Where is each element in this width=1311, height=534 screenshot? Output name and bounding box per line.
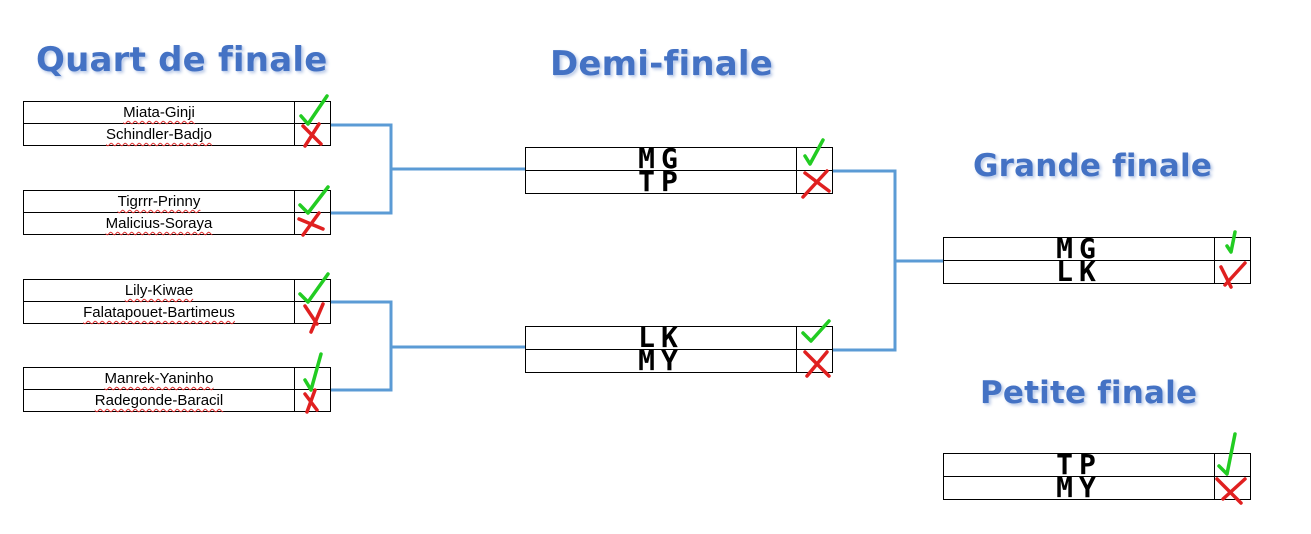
quarter-match-2: Tigrrr-Prinny Malicius-Soraya [23,185,331,237]
cross-icon [303,302,325,334]
result-cell [796,349,833,378]
grand-final-title: Grande finale [973,148,1213,184]
result-cell [796,138,833,171]
grand-final-match: MG LK [943,230,1251,289]
small-final-match: TP MY [943,432,1251,505]
result-cell [1214,260,1251,289]
quarter-match-4: Manrek-Yaninho Radegonde-Baracil [23,352,331,414]
team-initials: TP [943,451,1215,479]
cross-icon [297,211,325,237]
connector-qf3-qf4 [331,300,393,392]
result-cell [1214,432,1251,477]
cross-icon [303,388,319,414]
quarter-match-3: Lily-Kiwae Falatapouet-Bartimeus [23,272,331,334]
check-icon [803,138,825,166]
team-name: Miata-Ginji [23,101,295,124]
team-name: Schindler-Badjo [23,123,295,146]
connector-qf1-qf2 [331,123,393,215]
semi-match-2: LK MY [525,319,833,378]
team-name: Radegonde-Baracil [23,389,295,412]
semi-final-title: Demi-finale [550,44,773,84]
check-icon [1225,230,1237,254]
quarter-match-1: Miata-Ginji Schindler-Badjo [23,94,331,148]
team-name: Falatapouet-Bartimeus [23,301,295,324]
connector-sf-to-final [833,169,897,352]
cross-icon [301,122,323,148]
team-name: Malicius-Soraya [23,212,295,235]
result-cell [294,211,331,237]
cross-icon [1219,261,1247,289]
cross-icon [803,350,831,378]
result-cell [294,388,331,414]
cross-icon [801,169,831,199]
check-icon [1217,432,1237,476]
small-final-title: Petite finale [980,375,1198,411]
team-initials: MY [943,474,1215,502]
team-initials: LK [943,258,1215,286]
cross-icon [1215,477,1247,505]
check-icon [801,319,831,343]
result-cell [796,319,833,350]
result-cell [294,122,331,148]
result-cell [1214,230,1251,261]
semi-match-1: MG TP [525,138,833,199]
result-cell [1214,476,1251,505]
result-cell [294,301,331,334]
team-name: Manrek-Yaninho [23,367,295,390]
result-cell [796,169,833,199]
team-initials: MY [525,347,797,375]
team-name: Lily-Kiwae [23,279,295,302]
team-name: Tigrrr-Prinny [23,190,295,213]
team-initials: TP [525,168,797,196]
quarter-final-title: Quart de finale [36,40,328,80]
